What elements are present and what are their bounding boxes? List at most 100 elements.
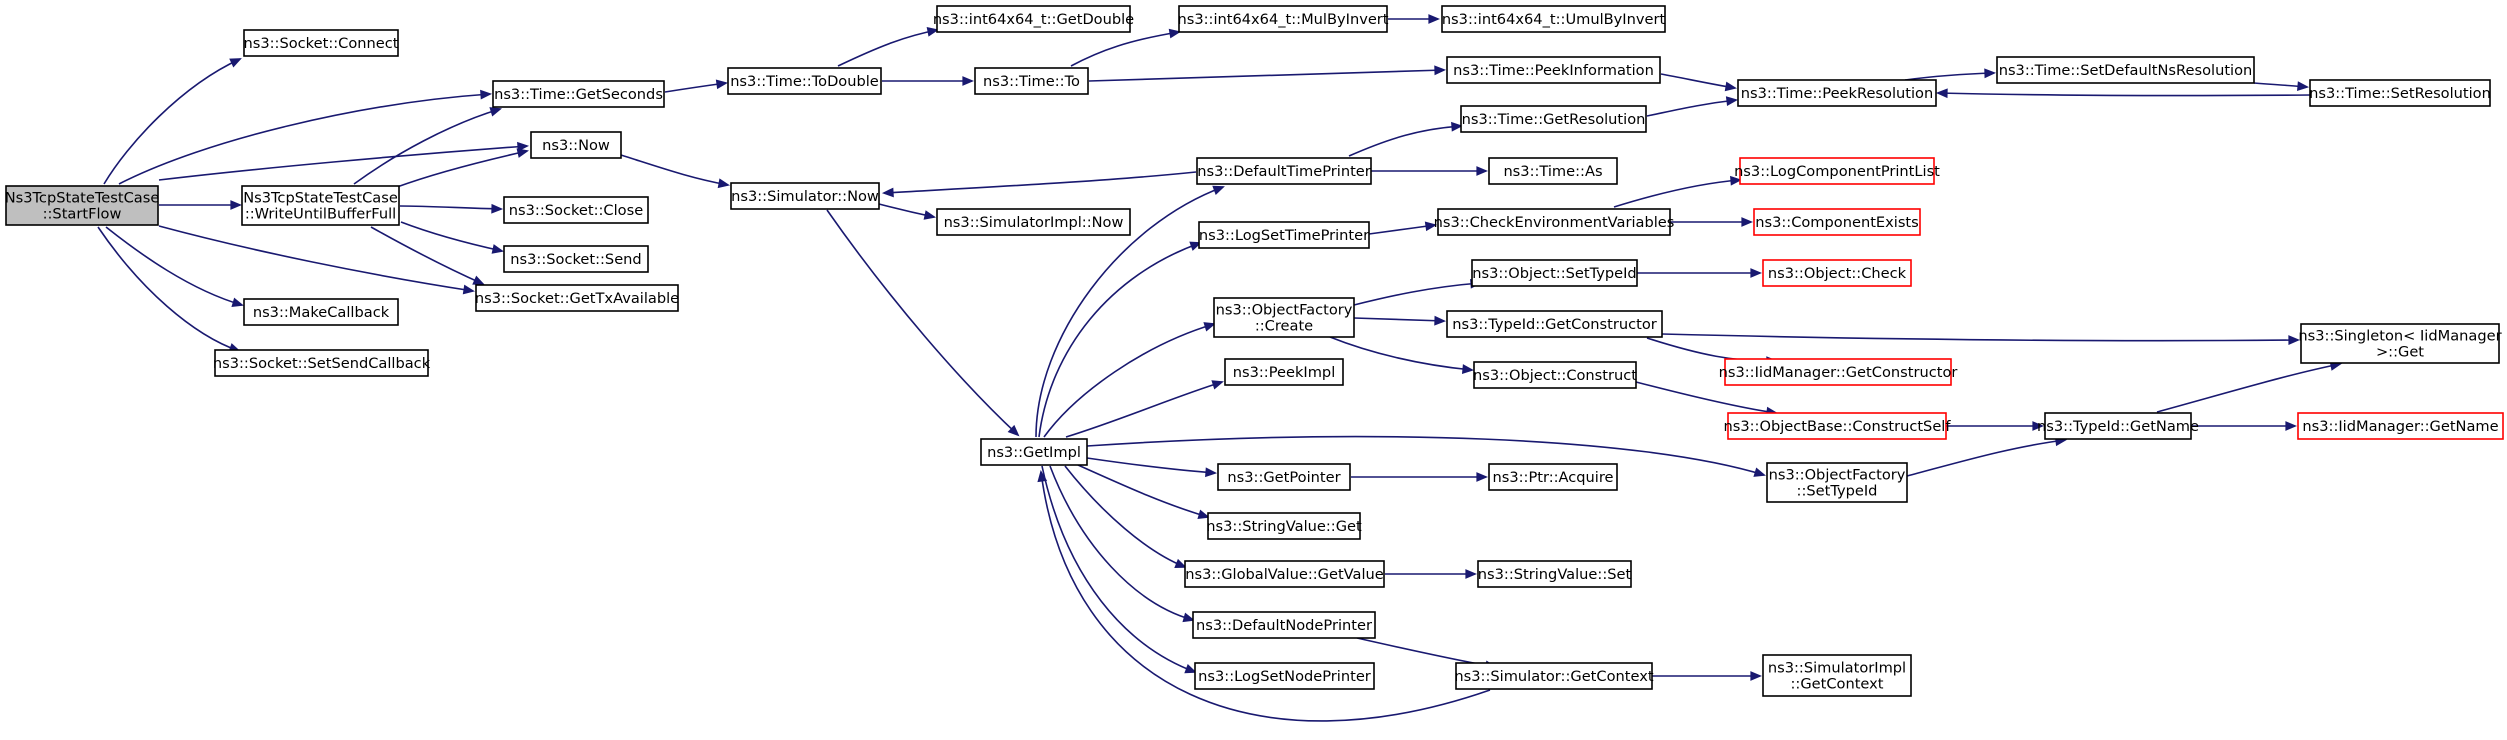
- node-ofsettid[interactable]: ns3::ObjectFactory::SetTypeId: [1766, 462, 1908, 503]
- node-label: ns3::int64x64_t::MulByInvert: [1177, 11, 1388, 28]
- node-box: [1460, 105, 1647, 133]
- node-box: [1446, 310, 1663, 338]
- node-objcheck[interactable]: ns3::Object::Check: [1762, 259, 1912, 287]
- node-label: ::WriteUntilBufferFull: [245, 206, 396, 223]
- node-iidgetctor[interactable]: ns3::IidManager::GetConstructor: [1719, 358, 1958, 386]
- node-label: Ns3TcpStateTestCase: [5, 190, 160, 207]
- node-checkenv[interactable]: ns3::CheckEnvironmentVariables: [1434, 208, 1675, 236]
- node-getseconds[interactable]: ns3::Time::GetSeconds: [492, 80, 665, 108]
- node-wubf[interactable]: Ns3TcpStateTestCase::WriteUntilBufferFul…: [241, 185, 400, 226]
- node-compexists[interactable]: ns3::ComponentExists: [1753, 208, 1921, 236]
- node-box: [214, 349, 429, 377]
- node-peekres[interactable]: ns3::Time::PeekResolution: [1737, 79, 1937, 107]
- node-iidgetname[interactable]: ns3::IidManager::GetName: [2297, 412, 2504, 440]
- node-deftp[interactable]: ns3::DefaultTimePrinter: [1196, 157, 1372, 185]
- node-label: ns3::Socket::Connect: [244, 35, 399, 52]
- node-defnp[interactable]: ns3::DefaultNodePrinter: [1192, 611, 1376, 639]
- node-box: [2300, 323, 2500, 364]
- node-ssend[interactable]: ns3::Socket::Send: [503, 245, 649, 273]
- node-sconnect[interactable]: ns3::Socket::Connect: [243, 29, 399, 57]
- node-label: ns3::TypeId::GetConstructor: [1452, 316, 1657, 333]
- call-edge-obconstructself-to-tidgetname: [1946, 421, 2045, 431]
- node-tidgetname[interactable]: ns3::TypeId::GetName: [2037, 412, 2199, 440]
- edge-line: [1348, 125, 1462, 157]
- arrowhead-icon: [2032, 421, 2045, 431]
- edge-line: [105, 226, 243, 306]
- node-timeto[interactable]: ns3::Time::To: [974, 67, 1089, 95]
- node-peekimpl[interactable]: ns3::PeekImpl: [1224, 358, 1344, 386]
- node-logcpl[interactable]: ns3::LogComponentPrintList: [1734, 157, 1940, 185]
- arrowhead-icon: [1211, 380, 1224, 390]
- node-getpointer[interactable]: ns3::GetPointer: [1217, 463, 1351, 491]
- node-box: [503, 196, 649, 224]
- node-setdefns[interactable]: ns3::Time::SetDefaultNsResolution: [1996, 56, 2255, 84]
- node-obconstructself[interactable]: ns3::ObjectBase::ConstructSelf: [1724, 412, 1952, 440]
- node-sclose[interactable]: ns3::Socket::Close: [503, 196, 649, 224]
- node-setsendcb[interactable]: ns3::Socket::SetSendCallback: [213, 349, 431, 377]
- edge-line: [1660, 73, 1736, 89]
- call-edges: [97, 14, 2343, 722]
- arrowhead-icon: [1007, 424, 1020, 437]
- node-umulbyinv[interactable]: ns3::int64x64_t::UmulByInvert: [1441, 5, 1666, 33]
- edge-line: [826, 209, 1019, 436]
- arrowhead-icon: [1724, 81, 1738, 92]
- node-sgettx[interactable]: ns3::Socket::GetTxAvailable: [475, 284, 679, 312]
- call-edge-getimpl-to-deftp: [1035, 185, 1225, 438]
- arrowhead-icon: [1203, 322, 1216, 332]
- node-strvget[interactable]: ns3::StringValue::Get: [1206, 512, 1362, 540]
- edge-line: [620, 154, 729, 186]
- node-getdouble[interactable]: ns3::int64x64_t::GetDouble: [933, 5, 1134, 33]
- node-label: >::Get: [2376, 344, 2424, 361]
- function-nodes: Ns3TcpStateTestCase::StartFlowns3::Socke…: [5, 5, 2504, 697]
- node-simgetctx[interactable]: ns3::Simulator::GetContext: [1454, 662, 1654, 690]
- node-peekinfo[interactable]: ns3::Time::PeekInformation: [1446, 56, 1661, 84]
- node-box: [1488, 157, 1618, 185]
- edge-line: [2156, 363, 2341, 413]
- node-ofcreate[interactable]: ns3::ObjectFactory::Create: [1213, 297, 1355, 338]
- node-gvgetvalue[interactable]: ns3::GlobalValue::GetValue: [1184, 560, 1385, 588]
- node-objconstruct[interactable]: ns3::Object::Construct: [1473, 361, 1637, 389]
- arrowhead-icon: [229, 58, 242, 68]
- node-strvset[interactable]: ns3::StringValue::Set: [1477, 560, 1632, 588]
- node-tidgetctor[interactable]: ns3::TypeId::GetConstructor: [1446, 310, 1663, 338]
- call-edge-root-to-setsendcb: [97, 226, 241, 353]
- arrowhead-icon: [491, 244, 504, 254]
- node-now[interactable]: ns3::Now: [530, 131, 622, 159]
- arrowhead-icon: [1212, 185, 1225, 195]
- arrowhead-icon: [1465, 569, 1478, 579]
- node-logstp[interactable]: ns3::LogSetTimePrinter: [1198, 221, 1370, 249]
- edge-line: [158, 225, 474, 292]
- node-objsettid[interactable]: ns3::Object::SetTypeId: [1471, 259, 1638, 287]
- node-label: ns3::LogComponentPrintList: [1734, 163, 1940, 180]
- node-mulbyinv[interactable]: ns3::int64x64_t::MulByInvert: [1177, 5, 1389, 33]
- node-singleton[interactable]: ns3::Singleton< IidManager >::Get: [2298, 323, 2502, 364]
- node-getres[interactable]: ns3::Time::GetResolution: [1460, 105, 1647, 133]
- call-edge-getimpl-to-peekimpl: [1065, 380, 1224, 438]
- node-box: [1471, 259, 1638, 287]
- node-ptracquire[interactable]: ns3::Ptr::Acquire: [1488, 463, 1618, 491]
- call-edge-ofcreate-to-objsettid: [1353, 278, 1483, 306]
- node-label: ns3::IidManager::GetConstructor: [1719, 364, 1958, 381]
- node-box: [1996, 56, 2255, 84]
- node-simimplnow[interactable]: ns3::SimulatorImpl::Now: [936, 208, 1131, 236]
- arrowhead-icon: [1451, 121, 1464, 132]
- node-box: [974, 67, 1089, 95]
- node-label: ns3::Time::ToDouble: [730, 73, 879, 90]
- call-edge-getimpl-to-strvget: [1077, 464, 1210, 519]
- arrowhead-icon: [1205, 467, 1218, 478]
- node-getimpl[interactable]: ns3::GetImpl: [980, 438, 1088, 466]
- node-box: [1441, 5, 1666, 33]
- node-makecb[interactable]: ns3::MakeCallback: [243, 298, 399, 326]
- node-label: ns3::Object::Construct: [1473, 367, 1637, 384]
- node-timeas[interactable]: ns3::Time::As: [1488, 157, 1618, 185]
- node-root[interactable]: Ns3TcpStateTestCase::StartFlow: [5, 185, 160, 226]
- edge-line: [1064, 465, 1186, 568]
- node-todouble[interactable]: ns3::Time::ToDouble: [727, 67, 882, 95]
- arrowhead-icon: [926, 27, 940, 37]
- node-simnow[interactable]: ns3::Simulator::Now: [730, 182, 880, 210]
- call-edge-logstp-to-checkenv: [1368, 221, 1438, 235]
- node-logsnp[interactable]: ns3::LogSetNodePrinter: [1194, 662, 1375, 690]
- node-simimplgetctx[interactable]: ns3::SimulatorImpl::GetContext: [1762, 654, 1912, 697]
- node-setres[interactable]: ns3::Time::SetResolution: [2309, 79, 2491, 107]
- call-edge-tidgetname-to-iidgetname: [2191, 421, 2298, 431]
